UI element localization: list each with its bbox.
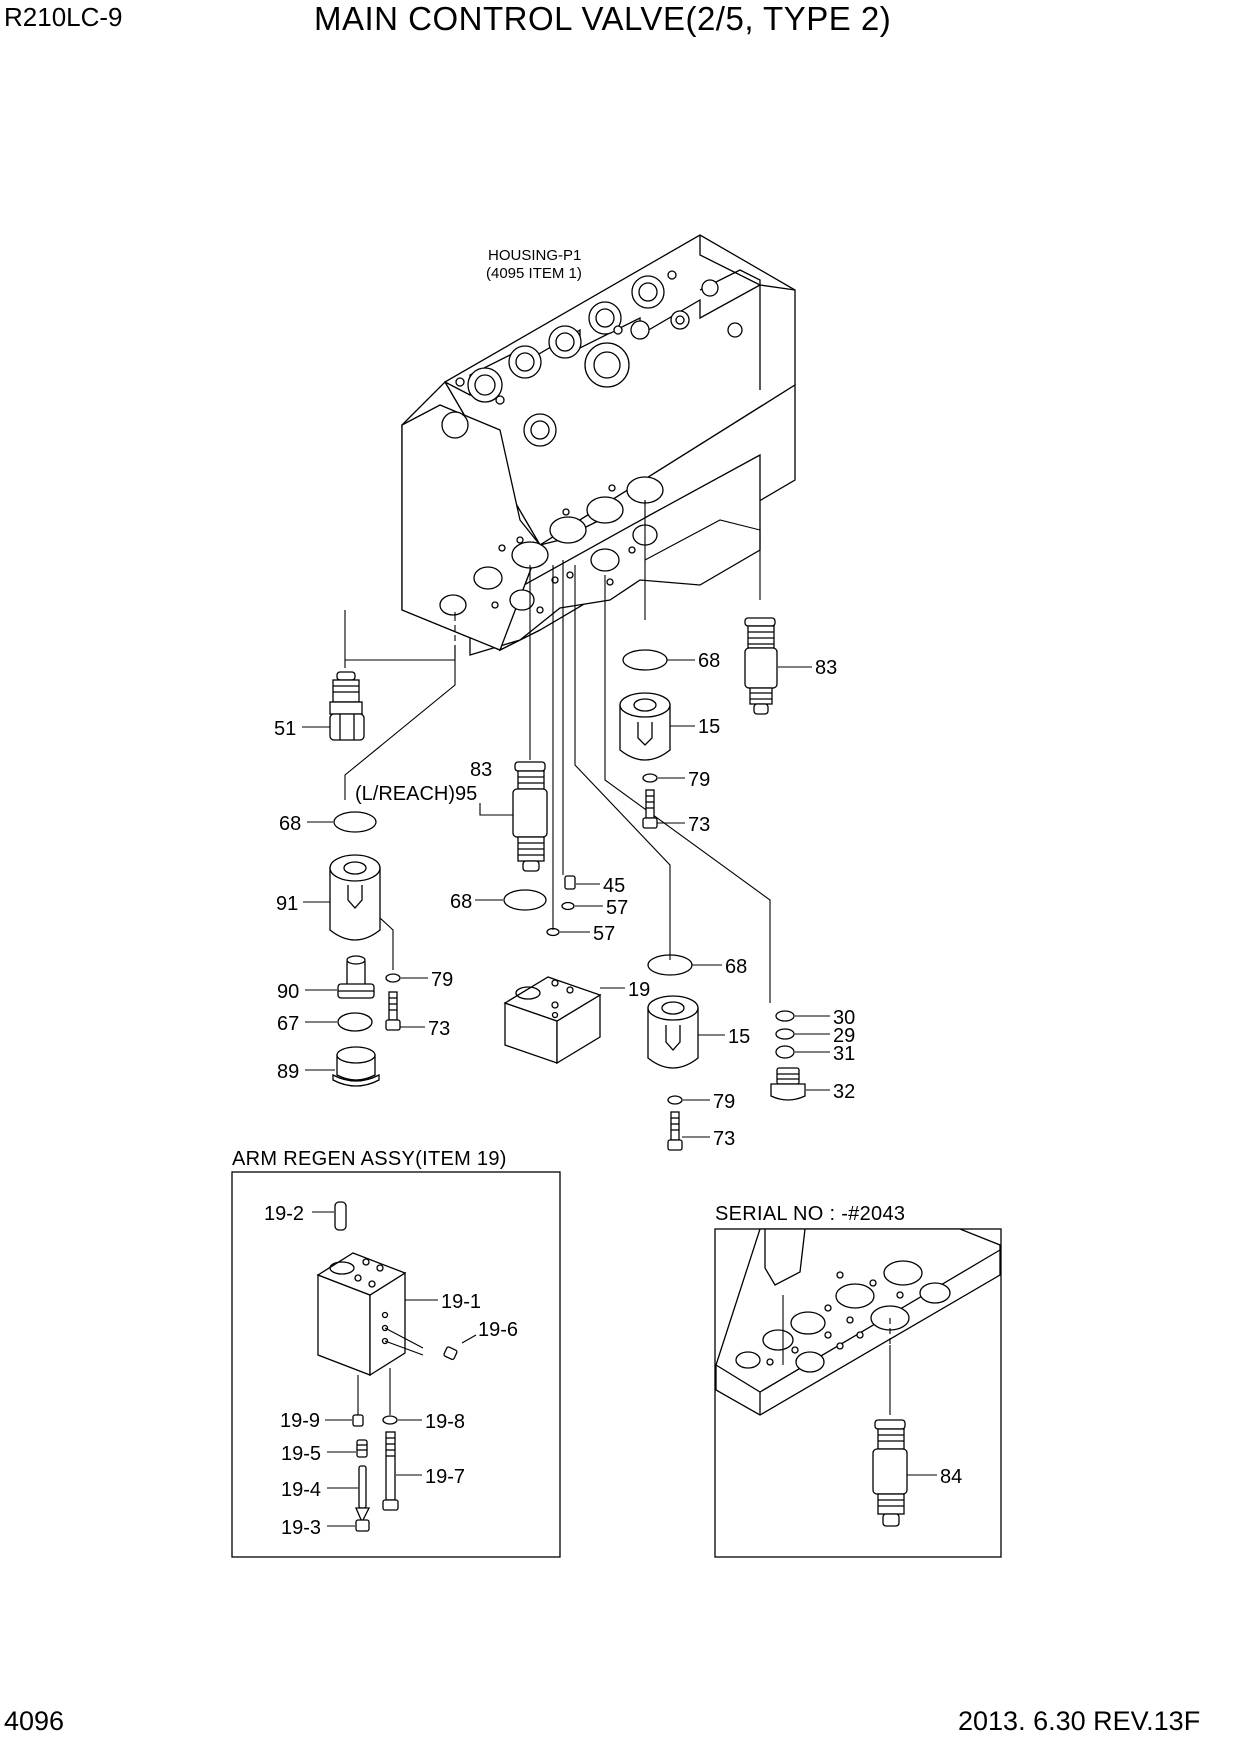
callout-83-center: 83 [470, 759, 492, 781]
cover-91 [329, 854, 381, 941]
washer-79-lower [667, 1095, 683, 1105]
callout-68-left: 68 [279, 813, 301, 835]
o-ring-29 [775, 1028, 795, 1040]
callout-32: 32 [833, 1081, 855, 1103]
o-ring-57-lower [546, 927, 560, 937]
serial-housing-detail [715, 1228, 1001, 1416]
page-title: MAIN CONTROL VALVE(2/5, TYPE 2) [314, 0, 892, 37]
spring-19-5 [356, 1439, 368, 1458]
o-ring-68-center [503, 889, 547, 911]
bolt-19-7 [382, 1431, 399, 1511]
pin-45 [564, 875, 576, 890]
callout-45: 45 [603, 875, 625, 897]
callout-67: 67 [277, 1013, 299, 1035]
callout-84: 84 [940, 1466, 962, 1488]
serial-title: SERIAL NO : -#2043 [715, 1203, 905, 1225]
callout-68-center: 68 [450, 891, 472, 913]
callout-19: 19 [628, 979, 650, 1001]
assembly-lines [344, 500, 771, 1003]
callout-91: 91 [276, 893, 298, 915]
cover-15-upper [619, 692, 671, 761]
pin-19-2 [334, 1201, 347, 1231]
callout-79-upper: 79 [688, 769, 710, 791]
callout-19-3: 19-3 [281, 1517, 321, 1539]
plug-89 [332, 1046, 380, 1087]
callout-79-left: 79 [431, 969, 453, 991]
poppet-19-4 [355, 1465, 371, 1524]
bolt-73-left [385, 991, 401, 1031]
callout-73-left: 73 [428, 1018, 450, 1040]
seat-19-3 [355, 1519, 370, 1532]
housing-label-1: HOUSING-P1 [488, 247, 581, 264]
page-number: 4096 [4, 1706, 65, 1736]
washer-79-left [385, 973, 401, 983]
callout-68-upper: 68 [698, 650, 720, 672]
o-ring-57-upper [561, 901, 575, 911]
callout-30: 30 [833, 1007, 855, 1029]
o-ring-68-upper [622, 649, 668, 671]
relief-valve-84 [872, 1419, 908, 1527]
block-19-1 [316, 1252, 407, 1377]
plug-32 [770, 1067, 806, 1101]
callout-95-lreach: (L/REACH)95 [355, 783, 477, 805]
o-ring-30 [775, 1010, 795, 1022]
relief-valve-83-right [744, 617, 778, 715]
washer-79-upper [642, 773, 658, 783]
callout-31: 31 [833, 1043, 855, 1065]
o-ring-68-left [333, 811, 377, 833]
callout-51: 51 [274, 718, 296, 740]
spool-90 [337, 955, 375, 999]
arm-regen-frame [231, 1171, 561, 1558]
callout-73-upper: 73 [688, 814, 710, 836]
o-ring-31 [775, 1045, 795, 1059]
date-revision: 2013. 6.30 REV.13F [958, 1706, 1201, 1736]
callout-29: 29 [833, 1025, 855, 1047]
relief-valve-83-center [512, 761, 548, 872]
callout-19-7: 19-7 [425, 1466, 465, 1488]
callout-19-6: 19-6 [478, 1319, 518, 1341]
part-19-9 [352, 1414, 364, 1427]
housing-label-2: (4095 ITEM 1) [486, 265, 582, 282]
callout-79-lower: 79 [713, 1091, 735, 1113]
callout-15-upper: 15 [698, 716, 720, 738]
callout-19-8: 19-8 [425, 1411, 465, 1433]
callout-68-lower: 68 [725, 956, 747, 978]
callout-83-right: 83 [815, 657, 837, 679]
washer-19-8 [382, 1415, 398, 1425]
callout-19-9: 19-9 [280, 1410, 320, 1432]
callout-19-1: 19-1 [441, 1291, 481, 1313]
cover-15-lower [647, 995, 699, 1069]
arm-regen-block-19 [503, 976, 602, 1065]
callout-90: 90 [277, 981, 299, 1003]
model-number: R210LC-9 [4, 2, 123, 32]
arm-regen-title: ARM REGEN ASSY(ITEM 19) [232, 1148, 507, 1170]
housing-p1 [401, 234, 796, 656]
callout-19-4: 19-4 [281, 1479, 321, 1501]
bolt-73-lower [667, 1111, 683, 1151]
plug-51 [329, 671, 365, 741]
callout-15-lower: 15 [728, 1026, 750, 1048]
o-ring-67 [337, 1012, 373, 1032]
callout-57-lower: 57 [593, 923, 615, 945]
callout-73-lower: 73 [713, 1128, 735, 1150]
callout-19-2: 19-2 [264, 1203, 304, 1225]
callout-57-upper: 57 [606, 897, 628, 919]
bolt-73-upper [642, 789, 658, 829]
callout-89: 89 [277, 1061, 299, 1083]
callout-19-5: 19-5 [281, 1443, 321, 1465]
plug-19-6 [443, 1346, 458, 1361]
